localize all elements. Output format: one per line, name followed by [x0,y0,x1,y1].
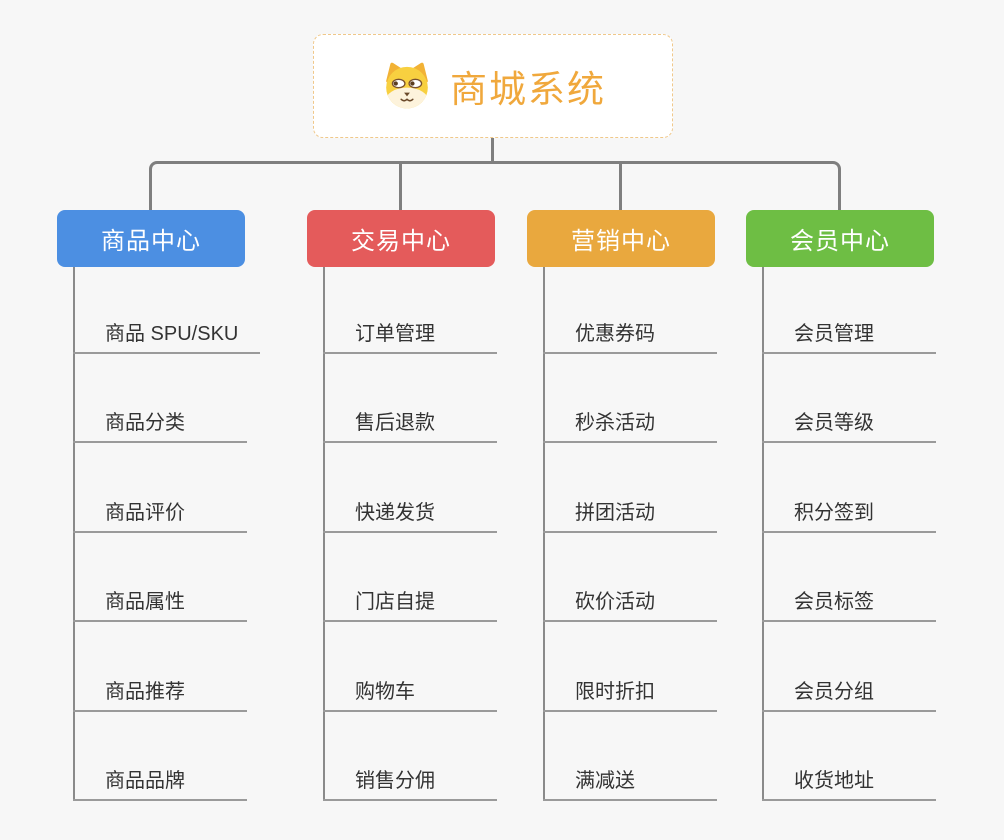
leaf-node[interactable]: 积分签到 [762,497,936,533]
leaf-node[interactable]: 销售分佣 [323,765,497,801]
leaf-node[interactable]: 满减送 [543,765,717,801]
leaf-node[interactable]: 会员等级 [762,407,936,443]
connector-drop-trade [399,163,402,210]
leaf-node[interactable]: 门店自提 [323,586,497,622]
leaf-node[interactable]: 商品评价 [73,497,247,533]
leaf-node[interactable]: 商品品牌 [73,765,247,801]
branch-node-trade[interactable]: 交易中心 [307,210,495,267]
leaf-node[interactable]: 限时折扣 [543,676,717,712]
branch-node-member[interactable]: 会员中心 [746,210,934,267]
connector-branch-line [73,267,75,801]
leaf-node[interactable]: 商品 SPU/SKU [73,318,261,354]
dog-face-icon [380,61,434,111]
leaf-node[interactable]: 会员分组 [762,676,936,712]
leaf-node[interactable]: 收货地址 [762,765,936,801]
leaf-node[interactable]: 会员管理 [762,318,936,354]
leaf-node[interactable]: 秒杀活动 [543,407,717,443]
leaf-node[interactable]: 商品推荐 [73,676,247,712]
leaf-node[interactable]: 砍价活动 [543,586,717,622]
root-label: 商城系统 [450,69,606,110]
leaf-node[interactable]: 快递发货 [323,497,497,533]
branch-node-product[interactable]: 商品中心 [57,210,245,267]
connector-branch-line [543,267,545,801]
leaf-column-marketing: 优惠券码 秒杀活动 拼团活动 砍价活动 限时折扣 满减送 [543,267,783,807]
leaf-node[interactable]: 优惠券码 [543,318,717,354]
connector-root-stem [491,138,494,164]
leaf-node[interactable]: 购物车 [323,676,497,712]
leaf-column-product: 商品 SPU/SKU 商品分类 商品评价 商品属性 商品推荐 商品品牌 [73,267,313,807]
branch-node-marketing[interactable]: 营销中心 [527,210,715,267]
leaf-node[interactable]: 售后退款 [323,407,497,443]
connector-branch-line [323,267,325,801]
leaf-node[interactable]: 会员标签 [762,586,936,622]
connector-drop-marketing [619,163,622,210]
leaf-node[interactable]: 商品属性 [73,586,247,622]
leaf-node[interactable]: 拼团活动 [543,497,717,533]
root-node[interactable]: 商城系统 [313,34,673,138]
connector-bus-line [149,161,841,210]
connector-branch-line [762,267,764,801]
leaf-node[interactable]: 订单管理 [323,318,497,354]
leaf-column-trade: 订单管理 售后退款 快递发货 门店自提 购物车 销售分佣 [323,267,563,807]
leaf-column-member: 会员管理 会员等级 积分签到 会员标签 会员分组 收货地址 [762,267,1002,807]
leaf-node[interactable]: 商品分类 [73,407,247,443]
